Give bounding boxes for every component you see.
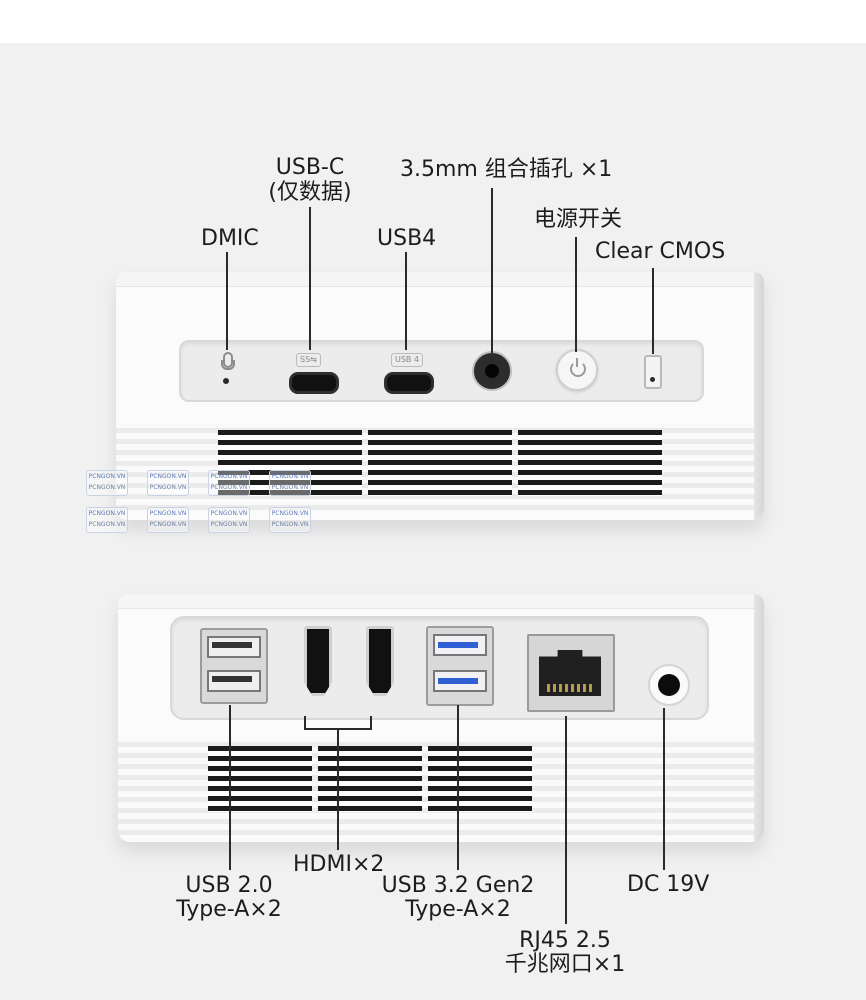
- usb4-marking: USB 4: [391, 353, 424, 367]
- label-usb2: USB 2.0: [185, 873, 273, 898]
- device-top-edge: [118, 594, 764, 609]
- audio-jack: [472, 351, 512, 391]
- front-vent-right: [518, 430, 662, 496]
- leader-power: [575, 237, 577, 352]
- label-usb-c-note: (仅数据): [268, 180, 352, 205]
- usb-c-marking: SS⇆: [296, 353, 321, 367]
- leader-dmic: [226, 252, 228, 350]
- rear-vent-center: [318, 746, 422, 812]
- label-clear-cmos: Clear CMOS: [595, 239, 726, 264]
- rear-vent-left: [208, 746, 312, 812]
- dc-jack: [648, 664, 690, 706]
- leader-usb2: [229, 705, 231, 870]
- usb-c-port: [289, 372, 339, 394]
- leader-usb-c: [309, 207, 311, 350]
- label-usb32-type: Type-A×2: [405, 897, 511, 922]
- product-photo: [0, 43, 866, 1000]
- label-usb-c: USB-C: [275, 155, 345, 180]
- label-dmic: DMIC: [201, 226, 259, 251]
- dmic-hole: [223, 378, 229, 384]
- clear-cmos-hole: [650, 377, 655, 382]
- usb32-port-stack: [426, 626, 494, 706]
- leader-dc: [663, 708, 665, 870]
- device-right-edge: [754, 594, 764, 842]
- label-usb4: USB4: [377, 226, 437, 251]
- usb2-port-stack: [200, 628, 268, 704]
- usb4-port: [384, 372, 434, 394]
- device-top-edge: [116, 272, 764, 287]
- rear-vent-right: [428, 746, 532, 812]
- label-dc: DC 19V: [627, 872, 710, 897]
- label-audio-jack: 3.5mm 组合插孔 ×1: [400, 157, 613, 182]
- device-right-edge: [754, 272, 764, 520]
- hdmi-port-1: [304, 626, 332, 696]
- front-port-panel: [179, 340, 704, 402]
- label-rj45: RJ45 2.5: [519, 928, 611, 953]
- hdmi-port-2: [366, 626, 394, 696]
- label-hdmi: HDMI×2: [293, 852, 385, 877]
- leader-hdmi: [337, 728, 339, 850]
- leader-clear-cmos: [652, 268, 654, 354]
- front-vent-center: [368, 430, 512, 496]
- top-white-band: [0, 0, 866, 43]
- leader-usb32: [457, 705, 459, 870]
- label-power-switch: 电源开关: [534, 207, 623, 232]
- rj45-port: [527, 634, 615, 712]
- dmic-icon: [221, 352, 235, 374]
- power-button: [556, 349, 598, 391]
- leader-usb4: [405, 252, 407, 350]
- label-usb32: USB 3.2 Gen2: [381, 873, 535, 898]
- power-icon: [570, 361, 586, 377]
- front-vent-left: [218, 430, 362, 496]
- clear-cmos-slot: [644, 355, 662, 389]
- label-usb2-type: Type-A×2: [176, 897, 282, 922]
- leader-audio: [491, 188, 493, 353]
- leader-rj45: [565, 716, 567, 924]
- label-rj45-speed: 千兆网口×1: [504, 952, 626, 977]
